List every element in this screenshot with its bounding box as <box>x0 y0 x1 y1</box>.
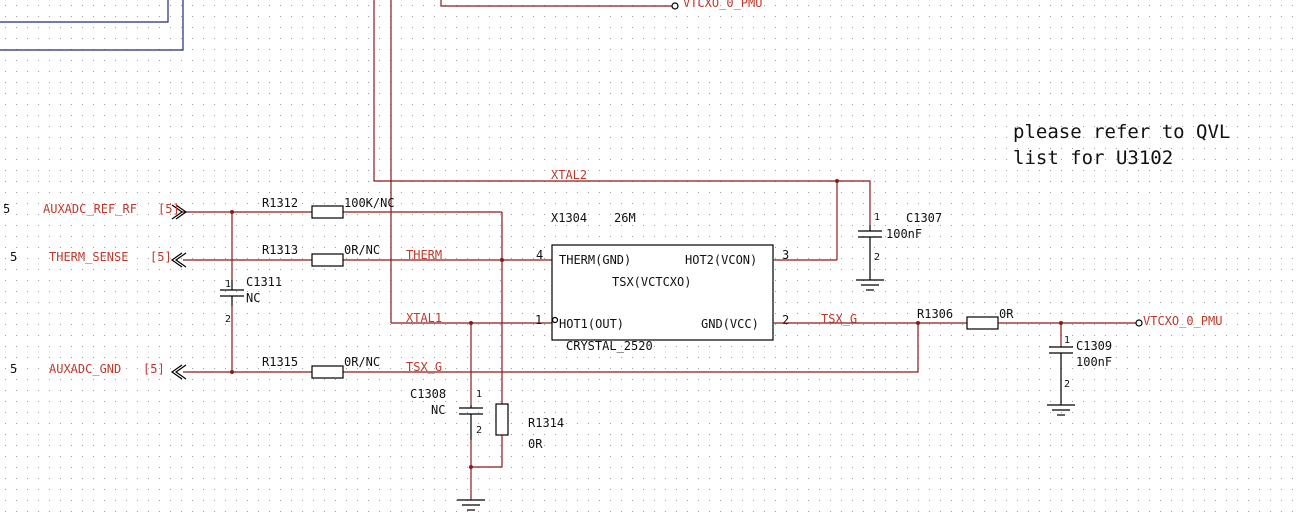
c1307-value: 100nF <box>886 227 922 241</box>
r1315-ref: R1315 <box>262 355 298 369</box>
r1312-ref: R1312 <box>262 196 298 210</box>
resistor-r1312[interactable] <box>311 205 344 219</box>
x1304-part: TSX(VCTCXO) <box>612 275 691 289</box>
resistor-r1314[interactable] <box>495 403 509 436</box>
x1304-pin3-number: 3 <box>782 248 789 262</box>
capacitor-c1308[interactable] <box>459 405 483 440</box>
r1312-value: 100K/NC <box>344 196 395 210</box>
r1315-value: 0R/NC <box>344 355 380 369</box>
aux-gnd-port-label: AUXADC_GND <box>49 362 121 376</box>
r1306-value: 0R <box>999 307 1014 321</box>
resistor-r1315[interactable] <box>311 365 344 379</box>
net-therm-label: THERM <box>406 248 442 262</box>
net-xtal1-label: XTAL1 <box>406 311 442 325</box>
r1313-ref: R1313 <box>262 243 298 257</box>
x1304-footprint: CRYSTAL_2520 <box>566 339 653 353</box>
capacitor-c1307[interactable] <box>858 225 882 280</box>
c1308-pin2: 2 <box>476 425 482 436</box>
aux-ref-port-ref: [5] <box>158 202 180 216</box>
therm-port-arrow <box>170 252 187 268</box>
x1304-value: 26M <box>614 211 636 225</box>
c1309-pin2: 2 <box>1064 379 1070 390</box>
x1304-pin2-name: GND(VCC) <box>701 317 759 331</box>
aux-gnd-port-number: 5 <box>10 362 17 376</box>
capacitor-c1309[interactable] <box>1049 346 1073 405</box>
c1311-pin1: 1 <box>225 279 231 290</box>
therm-port-ref: [5] <box>150 250 172 264</box>
therm-port-number: 5 <box>10 250 17 264</box>
vtcxo-port-symbol <box>1135 319 1143 327</box>
tsx-g-bottom-wire <box>343 323 919 373</box>
qvl-note-line2: list for U3102 <box>1013 147 1173 169</box>
aux-ref-port-arrow <box>171 204 188 220</box>
x1304-pin1-name: HOT1(OUT) <box>559 317 624 331</box>
r1314-ref: R1314 <box>528 416 564 430</box>
left-port-wires <box>182 211 312 373</box>
r1314-bottom-wire <box>471 435 503 468</box>
r1306-ref: R1306 <box>917 307 953 321</box>
therm-port-label: THERM_SENSE <box>49 250 128 264</box>
x1304-pin4-name: THERM(GND) <box>559 253 631 267</box>
upper-wires <box>373 0 871 323</box>
x1304-pin1-number: 1 <box>535 313 542 327</box>
aux-ref-port-number: 5 <box>3 202 10 216</box>
resistor-r1313[interactable] <box>311 253 344 267</box>
vtcxo-top-port-symbol <box>671 2 679 10</box>
c1311-pin2: 2 <box>225 314 231 325</box>
c1311-value: NC <box>246 291 260 305</box>
junctions <box>230 179 1063 469</box>
aux-ref-port-label: AUXADC_REF_RF <box>43 202 137 216</box>
vtcxo-top-port-label: VTCXO_0_PMU <box>683 0 762 10</box>
x1304-pin2-number: 2 <box>782 313 789 327</box>
vtcxo-port-label: VTCXO_0_PMU <box>1143 314 1222 328</box>
r1314-value: 0R <box>528 437 543 451</box>
aux-gnd-port-ref: [5] <box>143 362 165 376</box>
crystal-x1304-body[interactable] <box>551 244 774 341</box>
resistor-r1306[interactable] <box>966 316 999 330</box>
c1309-pin1: 1 <box>1064 335 1070 346</box>
c1308-value: NC <box>431 403 445 417</box>
ground-symbol-c1308 <box>457 499 485 511</box>
capacitor-c1311[interactable] <box>220 280 244 306</box>
c1308-pin1: 1 <box>476 389 482 400</box>
x1304-pin3-name: HOT2(VCON) <box>685 253 757 267</box>
c1309-ref: C1309 <box>1076 339 1112 353</box>
qvl-note-line1: please refer to QVL <box>1013 121 1230 143</box>
c1307-ref: C1307 <box>906 211 942 225</box>
x1304-pin1-marker <box>551 316 559 324</box>
ground-symbol-c1307 <box>856 279 884 291</box>
upper-left-frame <box>0 0 184 51</box>
net-tsx-g-right-label: TSX_G <box>821 312 857 326</box>
c1309-value: 100nF <box>1076 355 1112 369</box>
x1304-pin4-number: 4 <box>536 248 543 262</box>
ground-symbol-c1309 <box>1047 404 1075 416</box>
aux-gnd-port-arrow <box>170 364 187 380</box>
x1304-ref: X1304 <box>551 211 587 225</box>
c1308-ref: C1308 <box>410 387 446 401</box>
c1311-ref: C1311 <box>246 275 282 289</box>
c1307-pin2: 2 <box>874 252 880 263</box>
r1313-value: 0R/NC <box>344 243 380 257</box>
net-xtal2-label: XTAL2 <box>551 168 587 182</box>
net-tsx-g-bottom-label: TSX_G <box>406 360 442 374</box>
c1307-pin1: 1 <box>874 212 880 223</box>
